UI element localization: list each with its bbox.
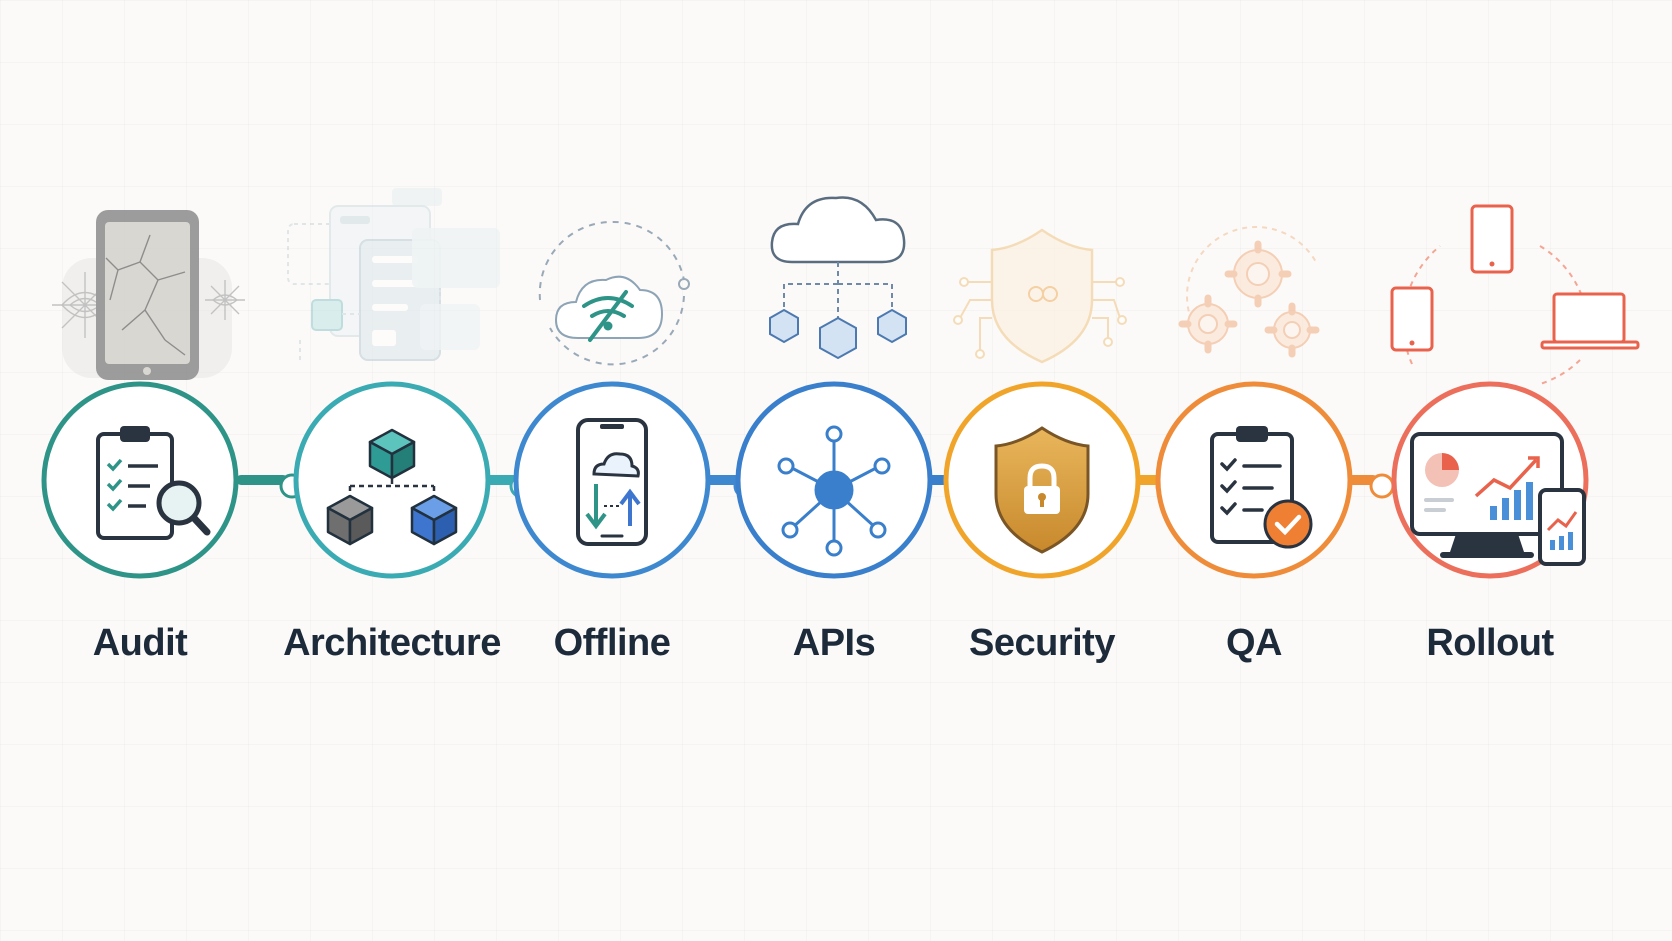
step-qa: [1155, 226, 1395, 579]
wifi-off-icon: [582, 290, 634, 342]
monitor-dashboard-icon: [1410, 432, 1586, 566]
step-apis: [735, 196, 971, 579]
multi-device-illustration: [1390, 204, 1640, 385]
step-label-apis: APIs: [792, 622, 876, 664]
step-audit: [41, 210, 305, 579]
step-label-security: Security: [969, 622, 1115, 664]
cracked-phone-illustration: [52, 210, 245, 380]
step-label-architecture: Architecture: [283, 622, 501, 664]
checklist-check-icon: [1210, 426, 1313, 549]
step-label-rollout: Rollout: [1426, 622, 1554, 664]
step-label-audit: Audit: [92, 622, 188, 664]
node-dot: [1369, 473, 1395, 499]
cubes-icon: [326, 428, 458, 546]
network-hub-icon: [777, 425, 891, 557]
connector: [236, 475, 288, 485]
step-architecture: [287, 188, 535, 579]
shield-circuit-illustration: [953, 228, 1127, 364]
cloud-hexagons-illustration: [769, 196, 907, 360]
shield-lock-icon: [994, 426, 1090, 554]
step-label-qa: QA: [1226, 622, 1283, 664]
stacked-screens-illustration: [287, 188, 500, 364]
clipboard-search-icon: [96, 426, 211, 540]
step-offline: [513, 220, 759, 579]
gears-illustration: [1178, 226, 1320, 358]
step-label-offline: Offline: [553, 622, 671, 664]
cloud-no-wifi-illustration: [538, 220, 690, 366]
step-security: [943, 228, 1181, 579]
phone-sync-icon: [576, 418, 648, 546]
step-rollout: [1390, 204, 1640, 579]
